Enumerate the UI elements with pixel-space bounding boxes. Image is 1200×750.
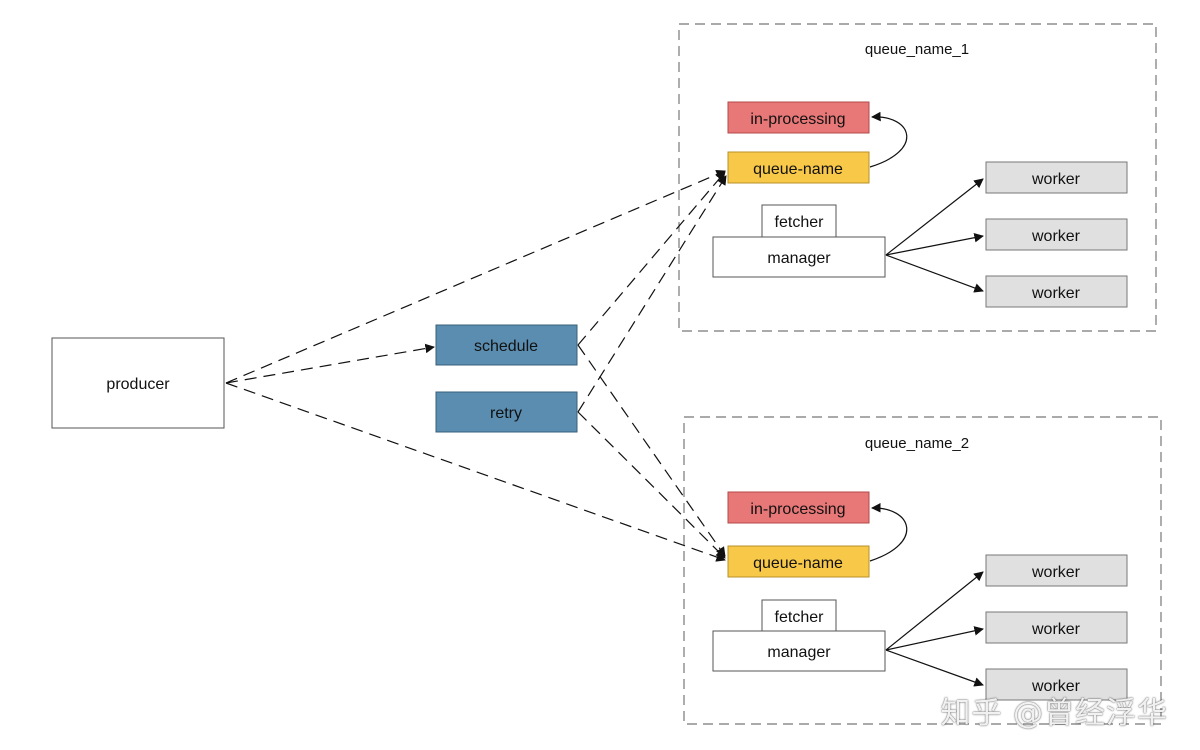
queue1-worker-label-2: worker: [1031, 228, 1081, 245]
retry-box: [435, 391, 578, 433]
producer-to-schedule-edge: [225, 343, 435, 384]
producer-label: producer: [106, 376, 170, 393]
queue1-worker-box-1: [985, 161, 1128, 194]
queue2-edge-worker-3: [885, 649, 984, 687]
queue2-queue-name-label: queue-name: [753, 555, 843, 572]
queue2-edge-worker-1: [885, 571, 984, 651]
queue2-worker-box-1: [985, 554, 1128, 587]
queue1-fetcher-box: [761, 204, 837, 238]
schedule-to-queue2-edge: [577, 344, 726, 557]
queue2-in-processing-label: in-processing: [750, 501, 845, 518]
queue2-manager-label: manager: [767, 644, 831, 661]
schedule-label: schedule: [474, 338, 538, 355]
queue1-in-processing-label: in-processing: [750, 111, 845, 128]
queue1-worker-label-3: worker: [1031, 285, 1081, 302]
queue1-worker-label-1: worker: [1031, 171, 1081, 188]
schedule-to-queue1-edge: [577, 171, 726, 346]
producer-connectors: [225, 169, 726, 562]
queue1-queue-name-label: queue-name: [753, 161, 843, 178]
retry-to-queue2-edge: [577, 411, 726, 559]
producer-box: [51, 337, 225, 429]
queue1-fetcher-label: fetcher: [775, 214, 825, 231]
queue2-queue-name-box: [727, 545, 870, 578]
queue-group-1: [678, 23, 1157, 332]
queue2-manager-to-worker-edges: [885, 571, 984, 687]
queue-group-2: [683, 416, 1162, 725]
queue2-manager-box: [712, 630, 886, 672]
watermark-text: 知乎 @曾经浮华: [940, 696, 1168, 731]
retry-to-queue1-edge: [577, 175, 727, 413]
queue2-worker-box-2: [985, 611, 1128, 644]
queue2-edge-worker-2: [885, 626, 984, 651]
queue2-worker-label-2: worker: [1031, 621, 1081, 638]
queue2-in-processing-box: [727, 491, 870, 524]
queue1-requeue-curve: [869, 111, 908, 168]
queue1-manager-label: manager: [767, 250, 831, 267]
queue1-in-processing-box: [727, 101, 870, 134]
producer-to-queue2-edge: [225, 382, 726, 562]
queue1-edge-worker-1: [885, 178, 984, 256]
producer-to-queue1-edge: [225, 169, 726, 384]
queue2-worker-box-3: [985, 668, 1128, 701]
queue2-fetcher-label: fetcher: [775, 609, 825, 626]
queue2-worker-label-1: worker: [1031, 564, 1081, 581]
queue1-queue-name-box: [727, 151, 870, 184]
queue1-worker-box-2: [985, 218, 1128, 251]
queue1-manager-to-worker-edges: [885, 178, 984, 293]
scheduler-connectors: [577, 171, 727, 559]
queue1-manager-box: [712, 236, 886, 278]
queue-group-1-title: queue_name_1: [865, 41, 969, 58]
queue1-worker-box-3: [985, 275, 1128, 308]
queue-group-2-title: queue_name_2: [865, 435, 969, 452]
queue2-requeue-curve: [869, 502, 908, 562]
retry-label: retry: [490, 405, 522, 422]
schedule-box: [435, 324, 578, 366]
queue2-worker-label-3: worker: [1031, 678, 1081, 695]
queue1-edge-worker-3: [885, 254, 984, 293]
queue1-edge-worker-2: [885, 232, 984, 256]
